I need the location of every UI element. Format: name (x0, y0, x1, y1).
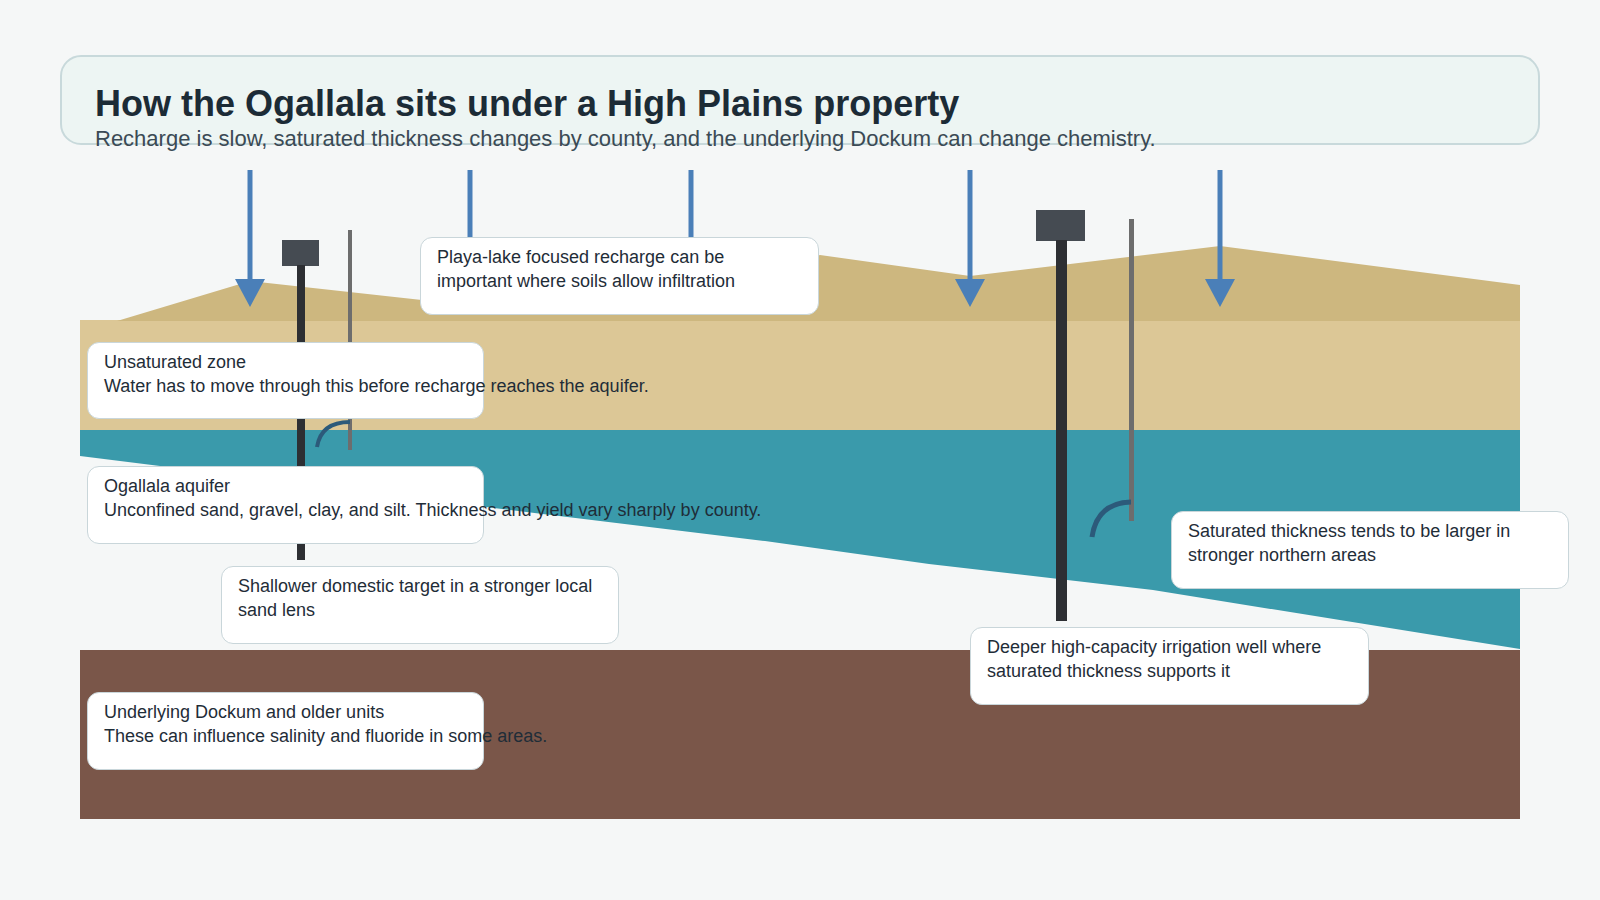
arrow-head (1205, 279, 1235, 307)
callout-box: Shallower domestic target in a stronger … (221, 566, 619, 644)
diagram-title: How the Ogallala sits under a High Plain… (95, 84, 959, 124)
callout-heading: Underlying Dockum and older units (104, 701, 467, 725)
callout-box: Ogallala aquiferUnconfined sand, gravel,… (87, 466, 484, 544)
callout-box: Underlying Dockum and older unitsThese c… (87, 692, 484, 770)
recharge-arrow (1218, 170, 1223, 286)
pump-hook (1092, 502, 1131, 537)
arrow-head (235, 279, 265, 307)
recharge-arrow (968, 170, 973, 286)
callout-heading: Playa-lake focused recharge can be impor… (437, 246, 802, 293)
callout-body: Unconfined sand, gravel, clay, and silt.… (104, 499, 467, 523)
callout-heading: Saturated thickness tends to be larger i… (1188, 520, 1552, 567)
well-casing (1056, 240, 1067, 621)
callout-heading: Shallower domestic target in a stronger … (238, 575, 602, 622)
pump-hook (317, 422, 350, 447)
callout-body: Water has to move through this before re… (104, 375, 467, 399)
callout-box: Playa-lake focused recharge can be impor… (420, 237, 819, 315)
recharge-arrow (689, 170, 694, 245)
callout-heading: Ogallala aquifer (104, 475, 467, 499)
callout-box: Deeper high-capacity irrigation well whe… (970, 627, 1369, 705)
recharge-arrow (468, 170, 473, 245)
callout-heading: Deeper high-capacity irrigation well whe… (987, 636, 1352, 683)
callout-box: Saturated thickness tends to be larger i… (1171, 511, 1569, 589)
drop-pipe (1129, 219, 1134, 521)
diagram-caption: Recharge is slow, saturated thickness ch… (95, 126, 1156, 152)
irrigation-well (1036, 210, 1134, 621)
arrow-head (955, 279, 985, 307)
recharge-arrow (248, 170, 253, 286)
callout-box: Unsaturated zoneWater has to move throug… (87, 342, 484, 419)
well-cap (282, 240, 319, 266)
well-cap (1036, 210, 1085, 241)
callout-heading: Unsaturated zone (104, 351, 467, 375)
unsaturated-band (80, 320, 1520, 431)
callout-body: These can influence salinity and fluorid… (104, 725, 467, 749)
